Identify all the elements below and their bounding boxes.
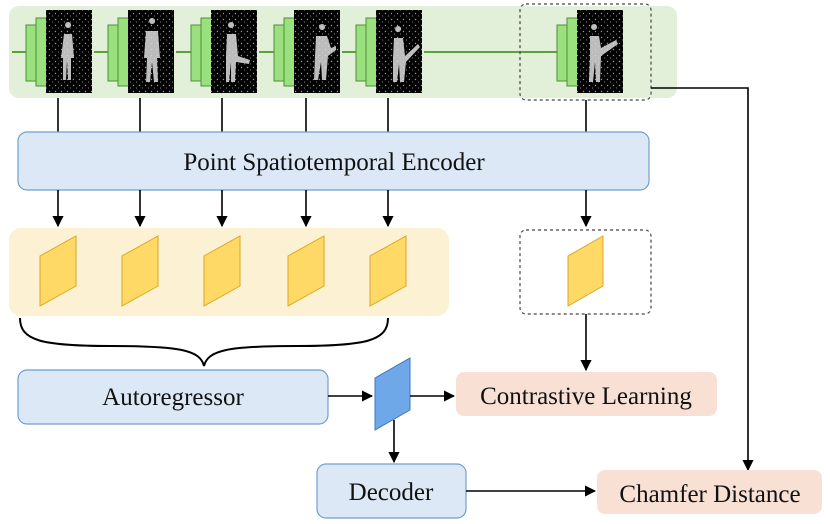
encoder-box xyxy=(17,131,650,191)
contrastive-learning-box xyxy=(456,372,717,416)
point-cloud-frame-2 xyxy=(107,10,174,93)
point-cloud-frame-5 xyxy=(355,10,422,93)
autoregressor-label: Autoregressor xyxy=(102,384,244,411)
autoregressor-box xyxy=(17,369,329,425)
feature-parallelogram-icon xyxy=(369,235,407,307)
point-cloud-frame-1 xyxy=(25,10,92,93)
point-cloud-human-frame-icon xyxy=(61,22,74,80)
contrastive-learning-label: Contrastive Learning xyxy=(480,383,692,410)
point-cloud-frame-target xyxy=(556,10,623,93)
point-cloud-human-frame-icon xyxy=(226,22,250,83)
point-cloud-human-frame-icon xyxy=(589,24,618,82)
feature-parallelogram-icon xyxy=(287,235,325,307)
feature-parallelograms xyxy=(39,235,407,307)
feature-parallelogram-icon xyxy=(121,235,159,307)
predicted-feature-icon xyxy=(374,357,411,431)
target-feature-box xyxy=(519,229,652,315)
point-cloud-frame-3 xyxy=(190,10,257,93)
feature-parallelogram-icon xyxy=(203,235,241,307)
point-cloud-frame-4 xyxy=(273,10,340,93)
chamfer-distance-label: Chamfer Distance xyxy=(619,481,800,508)
frame-to-encoder-lines xyxy=(57,98,587,132)
target-frame-to-chamfer-arrow xyxy=(651,87,754,472)
decoder-label: Decoder xyxy=(349,479,434,506)
feature-parallelogram-icon xyxy=(567,235,604,307)
point-cloud-human-frame-icon xyxy=(393,26,420,82)
target-frame-box xyxy=(519,3,652,101)
encoder-to-feature-arrows xyxy=(52,190,592,228)
point-cloud-human-frame-icon xyxy=(144,18,160,82)
encoder-label: Point Spatiotemporal Encoder xyxy=(183,149,485,176)
curly-brace-icon xyxy=(19,317,389,367)
point-cloud-human-frame-icon xyxy=(314,24,336,80)
chamfer-distance-box xyxy=(597,470,822,514)
feature-parallelogram-icon xyxy=(39,235,77,307)
